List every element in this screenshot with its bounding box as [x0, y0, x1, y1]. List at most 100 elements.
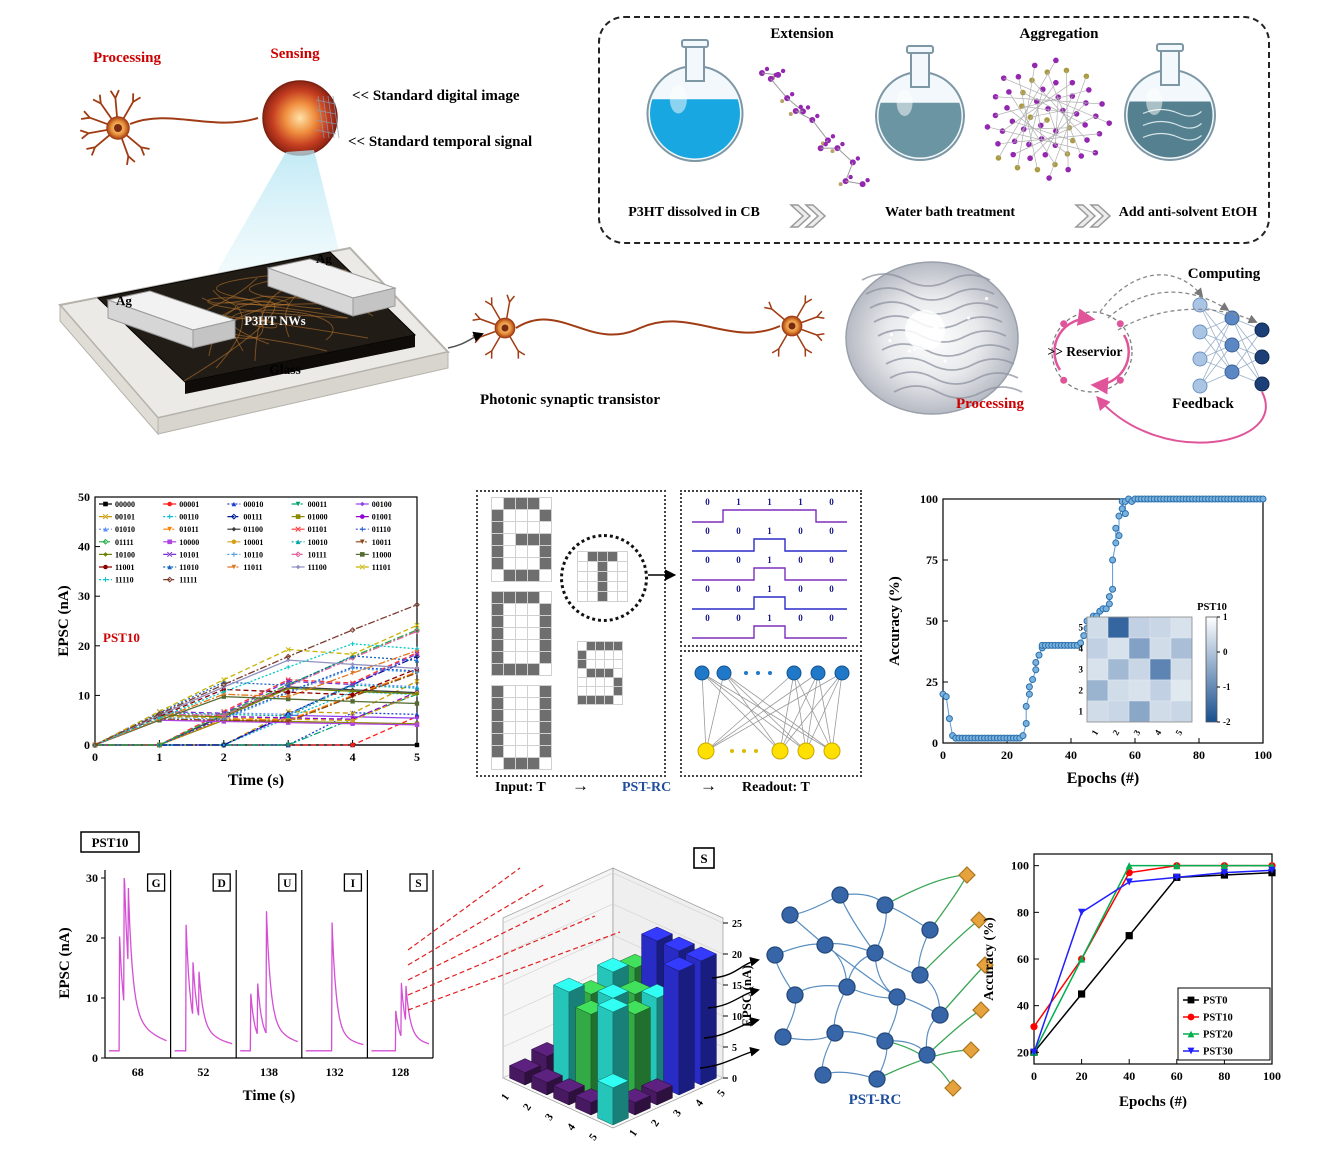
- pixel-on: [491, 627, 504, 640]
- svg-text:2: 2: [1079, 686, 1084, 696]
- svg-text:50: 50: [926, 614, 938, 628]
- pixel-off: [503, 709, 516, 722]
- svg-text:00001: 00001: [179, 500, 199, 509]
- waveform-box: [680, 490, 862, 647]
- svg-text:20: 20: [732, 950, 742, 961]
- pixel-on: [539, 615, 552, 628]
- electrode-label-right: Ag: [316, 251, 332, 266]
- svg-text:30: 30: [86, 871, 98, 885]
- svg-text:4: 4: [350, 750, 356, 764]
- pixel-off: [539, 757, 552, 770]
- pixel-off: [503, 615, 516, 628]
- svg-text:1: 1: [499, 1092, 512, 1103]
- pixel-on: [604, 641, 614, 651]
- svg-text:00011: 00011: [308, 500, 328, 509]
- svg-text:0: 0: [829, 555, 834, 565]
- processing2-label: Processing: [955, 396, 1025, 412]
- svg-text:5: 5: [732, 1043, 737, 1054]
- svg-text:0: 0: [705, 497, 710, 507]
- svg-text:128: 128: [391, 1065, 409, 1079]
- svg-text:25: 25: [926, 675, 938, 689]
- pixel-off: [503, 733, 516, 746]
- pixel-off: [595, 686, 605, 696]
- svg-text:40: 40: [1065, 748, 1077, 762]
- svg-text:01011: 01011: [179, 525, 199, 534]
- pixel-off: [527, 697, 540, 710]
- pixel-on: [539, 533, 552, 546]
- pixel-on: [491, 745, 504, 758]
- pixel-on: [595, 641, 605, 651]
- svg-text:00101: 00101: [115, 513, 135, 522]
- svg-text:20: 20: [1017, 1045, 1029, 1059]
- svg-text:5: 5: [587, 1131, 600, 1143]
- sensing-label: Sensing: [270, 46, 320, 62]
- readout-network: [694, 665, 850, 760]
- svg-text:40: 40: [1123, 1069, 1135, 1083]
- pixel-off: [515, 627, 528, 640]
- svg-text:0: 0: [798, 555, 803, 565]
- svg-text:I: I: [351, 878, 356, 890]
- svg-text:1: 1: [156, 750, 162, 764]
- pixel-off: [539, 521, 552, 534]
- pixel-on: [595, 668, 605, 678]
- pixel-off: [604, 686, 614, 696]
- pixel-off: [515, 697, 528, 710]
- pixel-on: [613, 641, 623, 651]
- svg-text:0: 0: [798, 584, 803, 594]
- film-label: P3HT NWs: [244, 314, 306, 328]
- letter-grid-g: [491, 497, 552, 582]
- pixel-off: [527, 733, 540, 746]
- input-label: Input: T: [495, 780, 546, 795]
- svg-text:0: 0: [798, 613, 803, 623]
- pixel-on: [539, 627, 552, 640]
- svg-text:01000: 01000: [308, 513, 328, 522]
- svg-text:1: 1: [767, 613, 772, 623]
- pixel-on: [539, 557, 552, 570]
- pixel-off: [527, 615, 540, 628]
- svg-text:01101: 01101: [308, 525, 328, 534]
- pixel-on: [527, 591, 540, 604]
- svg-text:4: 4: [693, 1097, 706, 1109]
- pst-rc-bottom-label: PST-RC: [848, 1092, 902, 1108]
- pixel-on: [491, 697, 504, 710]
- pixel-on: [515, 497, 528, 510]
- svg-text:11101: 11101: [372, 563, 391, 572]
- pixel-off: [527, 545, 540, 558]
- svg-text:Time (s): Time (s): [243, 1088, 296, 1104]
- svg-text:25: 25: [732, 919, 742, 930]
- svg-text:0: 0: [92, 750, 98, 764]
- pixel-on: [539, 745, 552, 758]
- svg-text:3: 3: [671, 1107, 684, 1119]
- svg-text:11100: 11100: [308, 563, 327, 572]
- letter-grid-u: [491, 685, 552, 770]
- pixel-off: [539, 497, 552, 510]
- svg-text:0: 0: [829, 497, 834, 507]
- svg-text:00000: 00000: [115, 500, 135, 509]
- pixel-on: [491, 603, 504, 616]
- pixel-on: [613, 686, 623, 696]
- pixel-on: [503, 497, 516, 510]
- svg-text:3: 3: [1131, 728, 1142, 737]
- pixel-on: [539, 509, 552, 522]
- pixel-off: [527, 709, 540, 722]
- pixel-on: [577, 650, 587, 660]
- pixel-off: [503, 603, 516, 616]
- pixel-on: [539, 545, 552, 558]
- svg-text:Accuracy (%): Accuracy (%): [887, 576, 903, 666]
- synthesis-step-2: Water bath treatment: [884, 205, 1016, 220]
- svg-text:EPSC (nA): EPSC (nA): [56, 585, 72, 656]
- pixel-off: [577, 686, 587, 696]
- synthesis-box: [598, 16, 1270, 244]
- svg-text:138: 138: [260, 1065, 278, 1079]
- pixel-on: [539, 733, 552, 746]
- svg-text:0: 0: [932, 736, 938, 750]
- pixel-off: [595, 650, 605, 660]
- processing-label: Processing: [92, 50, 162, 66]
- top-artwork: [58, 39, 1270, 444]
- svg-text:3: 3: [1079, 665, 1084, 675]
- pixel-on: [491, 733, 504, 746]
- svg-text:10001: 10001: [243, 538, 263, 547]
- svg-text:1: 1: [798, 497, 803, 507]
- svg-text:0: 0: [705, 526, 710, 536]
